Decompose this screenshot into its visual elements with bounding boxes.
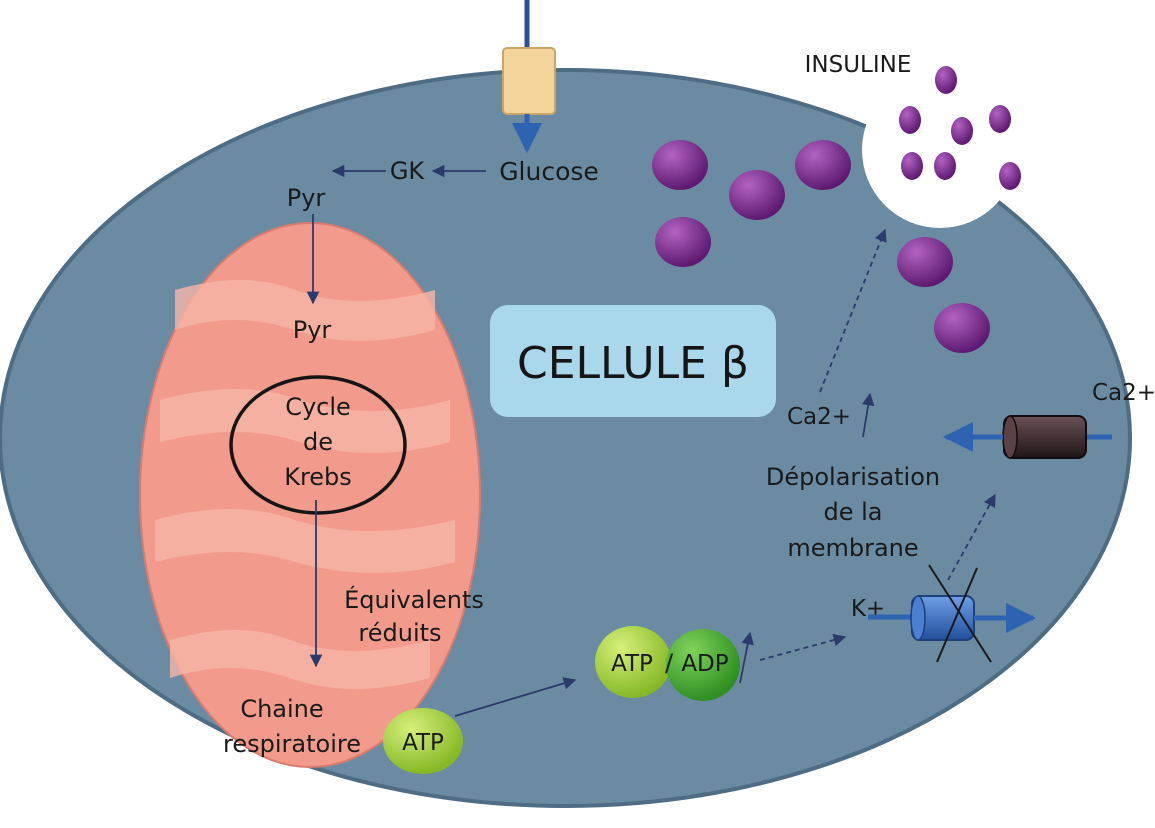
- label-chaine-line1: Chaine: [240, 695, 323, 723]
- label-cycle-line1: Cycle: [285, 393, 351, 421]
- label-slash: /: [665, 649, 674, 677]
- diagram-title: CELLULE β: [517, 338, 749, 389]
- insulin-dot: [989, 105, 1011, 133]
- k-channel-blocked-cross-b: [936, 567, 978, 663]
- insulin-dot: [901, 152, 923, 180]
- insulin-granule: [795, 140, 851, 190]
- insulin-dot: [999, 162, 1021, 190]
- title-box: [490, 305, 776, 417]
- insulin-granule: [655, 217, 711, 267]
- k-channel-blocked-cross-a: [928, 564, 992, 663]
- label-pyr-top: Pyr: [287, 184, 326, 212]
- label-cycle-line3: Krebs: [284, 463, 352, 491]
- insulin-dot: [935, 66, 957, 94]
- label-atp-small: ATP: [402, 730, 444, 756]
- label-pyr-inner: Pyr: [293, 316, 332, 344]
- insulin-granule: [729, 170, 785, 220]
- ca-channel-end: [1002, 415, 1018, 459]
- label-atp: ATP: [611, 651, 653, 677]
- ratio-increase-arrow: [739, 631, 754, 684]
- label-depol-line1: Dépolarisation: [766, 463, 940, 491]
- label-equiv-line2: réduits: [358, 619, 441, 647]
- k-atp-channel-end: [910, 595, 926, 641]
- atp-molecule-small: [383, 708, 463, 774]
- label-adp: ADP: [681, 651, 728, 677]
- glucose-transporter: [502, 47, 556, 115]
- label-gk: GK: [390, 157, 426, 185]
- adp-molecule: [666, 629, 740, 701]
- mitochondrion: [139, 222, 481, 768]
- label-ca-inner: Ca2+: [787, 404, 851, 430]
- label-depol-line3: membrane: [787, 534, 918, 562]
- insulin-dot: [934, 152, 956, 180]
- atp-molecule: [595, 626, 671, 698]
- exocytosis-notch: [862, 72, 1018, 228]
- krebs-cycle-ring: [229, 375, 407, 515]
- insulin-granule: [652, 140, 708, 190]
- label-glucose: Glucose: [499, 157, 599, 186]
- arrow-katp-to-depol: [947, 493, 996, 581]
- arrow-atp-to-ratio: [454, 677, 577, 717]
- insulin-granule: [934, 303, 990, 353]
- ca-increase-arrow: [861, 392, 875, 438]
- arrow-ratio-to-katp: [759, 633, 847, 661]
- insulin-dot: [899, 106, 921, 134]
- label-ca-outer: Ca2+: [1092, 380, 1155, 406]
- label-depol-line2: de la: [823, 498, 882, 526]
- label-cycle-line2: de: [303, 428, 333, 456]
- insulin-granules: [652, 140, 990, 353]
- label-chaine-line2: respiratoire: [223, 730, 361, 758]
- insulin-granule: [897, 237, 953, 287]
- label-insuline: INSULINE: [805, 52, 912, 78]
- label-equiv-line1: Équivalents: [344, 585, 484, 614]
- insulin-dot: [951, 117, 973, 145]
- arrow-ca-to-exocytosis: [819, 228, 887, 393]
- released-insulin: [899, 66, 1021, 190]
